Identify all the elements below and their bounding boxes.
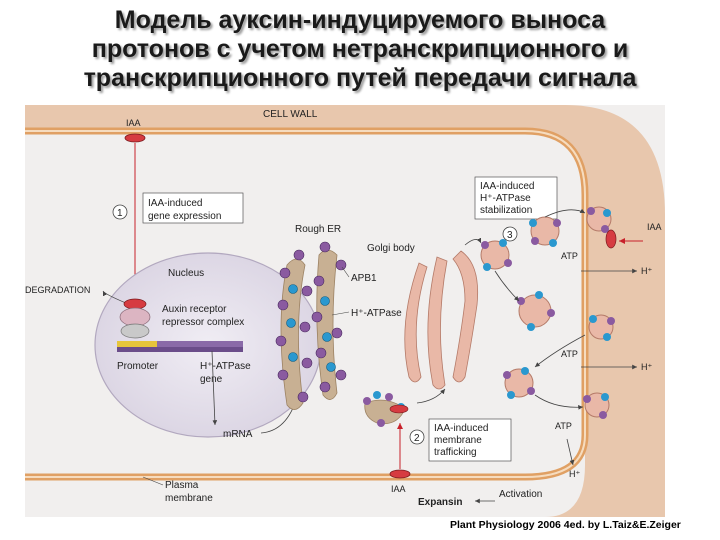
transcription-arrow <box>211 350 218 426</box>
gene-expression-line-1: IAA-induced <box>148 198 202 209</box>
golgi-cisterna-3 <box>452 250 479 383</box>
cycle-arrows <box>464 208 586 410</box>
vesicle-iaa <box>389 404 409 414</box>
atp-label-3: ATP <box>555 421 572 431</box>
iaa-label-right: IAA <box>647 222 662 232</box>
step-1-marker <box>112 204 128 220</box>
source-credit: Plant Physiology 2006 4ed. by L.Taiz&E.Z… <box>450 519 681 531</box>
trafficking-line-1: IAA-induced <box>434 423 488 434</box>
trafficking-line-3: trafficking <box>434 447 477 458</box>
iaa-molecule-bottom <box>389 469 411 479</box>
nucleus-label: Nucleus <box>168 268 204 279</box>
atpase-gene-region <box>157 341 243 347</box>
rough-er-sheet-2 <box>316 249 338 400</box>
step-2-marker <box>409 429 425 445</box>
rough-er-label: Rough ER <box>295 224 341 235</box>
title-line-2: протонов с учетом нетранскрипционного и <box>91 35 629 63</box>
title-line-1: Модель ауксин-индуцируемого выноса <box>114 6 606 34</box>
plasma-membrane-pointer <box>142 476 164 486</box>
step-2-number: 2 <box>414 433 420 444</box>
er-to-golgi-arrow <box>416 388 446 404</box>
atpase-pointer <box>331 311 350 316</box>
atp-label-2: ATP <box>561 349 578 359</box>
stabilization-box <box>474 176 558 220</box>
stabilization-line-1: IAA-induced <box>480 181 534 192</box>
hplus-label-2: H⁺ <box>641 362 652 372</box>
golgi-cisterna-1 <box>404 262 428 383</box>
step-3-marker <box>502 226 518 242</box>
apb1-label: APB1 <box>351 273 377 284</box>
atpase-label: H⁺-ATPase <box>351 308 402 319</box>
cell-wall-label: CELL WALL <box>263 109 318 120</box>
atpase-proteins-er <box>286 284 336 372</box>
hplus-label-1: H⁺ <box>641 266 652 276</box>
atpase-gene-label-1: H⁺-ATPase <box>200 361 251 372</box>
promoter-label: Promoter <box>117 361 159 372</box>
degradation-label: DEGRADATION <box>25 285 90 295</box>
golgi-cisterna-2 <box>427 256 448 390</box>
gene-expression-box <box>142 192 244 224</box>
plasma-membrane-label-1: Plasma <box>165 480 199 491</box>
activation-label: Activation <box>499 489 542 500</box>
receptor-label-1: Auxin receptor <box>162 304 227 315</box>
slide-title: Модель ауксин-индуцируемого выноса прото… <box>0 6 720 93</box>
promoter-region <box>117 341 157 347</box>
receptor-iaa <box>123 298 147 310</box>
trafficking-box <box>428 418 512 462</box>
step-1-number: 1 <box>117 208 123 219</box>
mrna-label: mRNA <box>223 429 253 440</box>
cell-wall <box>25 105 665 517</box>
receptor-complex <box>119 307 151 327</box>
atp-label-1: ATP <box>561 251 578 261</box>
atpase-gene-label-2: gene <box>200 374 223 385</box>
expansin-label: Expansin <box>418 497 462 508</box>
recycling-vesicles <box>480 206 615 419</box>
stabilization-line-3: stabilization <box>480 205 532 216</box>
plasma-membrane-label-2: membrane <box>165 493 213 504</box>
golgi-label: Golgi body <box>367 243 415 254</box>
title-line-3: транскрипционного путей передачи сигнала <box>83 64 637 92</box>
iaa-molecule-top <box>124 133 146 143</box>
repressor-block <box>120 323 150 339</box>
hplus-label-3: H⁺ <box>569 469 580 479</box>
stabilization-line-2: H⁺-ATPase <box>480 193 531 204</box>
iaa-label-top: IAA <box>126 118 141 128</box>
proton-arrow-3 <box>566 438 575 466</box>
iaa-molecule-right <box>605 229 617 249</box>
iaa-label-bottom: IAA <box>391 484 406 494</box>
gene-expression-line-2: gene expression <box>148 211 221 222</box>
receptor-label-2: repressor complex <box>162 317 244 328</box>
dna-strand <box>117 347 243 352</box>
step-3-number: 3 <box>507 230 513 241</box>
auxin-diagram: CELL WALL IAA 1 IAA-induced gene express… <box>25 105 665 517</box>
trafficking-line-2: membrane <box>434 435 482 446</box>
apb1-pointer <box>341 266 350 278</box>
ribosomes <box>275 241 347 403</box>
